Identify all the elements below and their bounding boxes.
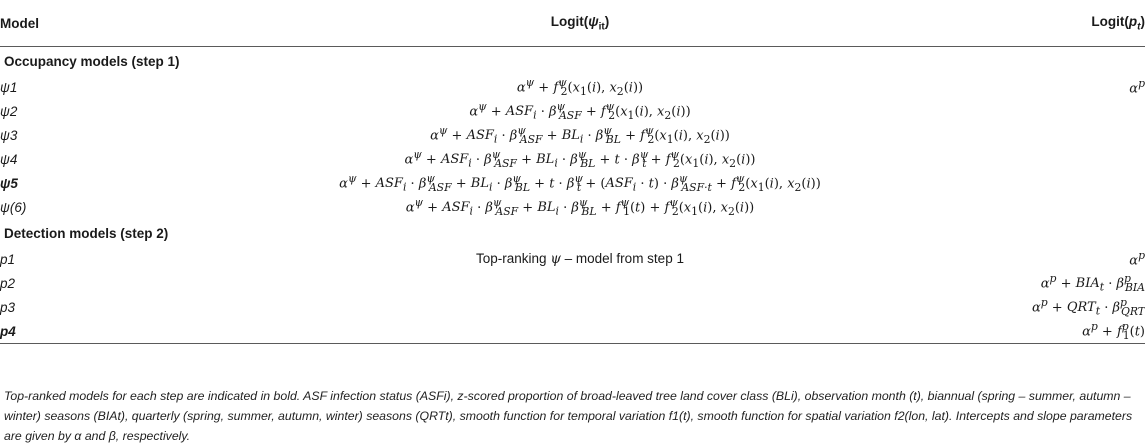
- model-id: ψ4: [0, 151, 18, 167]
- logit-p-formula: [960, 195, 1145, 219]
- logit-p-formula: αp + QRTt · βpQRT: [1031, 296, 1145, 318]
- model-id: ψ3: [0, 127, 18, 143]
- logit-p-formula: [960, 99, 1145, 123]
- model-id: ψ1: [0, 79, 18, 95]
- logit-psi-formula: Top-ranking ψ – model from step 1: [476, 251, 684, 267]
- table-footnote: Top-ranked models for each step are indi…: [4, 386, 1134, 446]
- table-row: p4 αp + fp1(t): [0, 319, 1145, 344]
- header-model: Model: [0, 0, 200, 47]
- logit-psi-formula: αψ + ASFi · βψASF + BLi · βψBL + fψ1(t) …: [405, 196, 755, 218]
- model-id: p2: [0, 275, 16, 291]
- logit-p-formula: αp: [1129, 77, 1145, 97]
- footnote-text: Top-ranked models for each step are indi…: [4, 389, 1133, 443]
- model-id: ψ(6): [0, 199, 27, 215]
- table-row: ψ5 αψ + ASFi · βψASF + BLi · βψBL + t · …: [0, 171, 1145, 195]
- table-row: ψ2 αψ + ASFi · βψASF + fψ2(x1(i), x2(i)): [0, 99, 1145, 123]
- table-row: ψ4 αψ + ASFi · βψASF + BLi · βψBL + t · …: [0, 147, 1145, 171]
- header-logit-psi: Logit(ψit): [200, 0, 960, 47]
- model-id: ψ2: [0, 103, 18, 119]
- section-occupancy-label: Occupancy models (step 1): [4, 53, 180, 69]
- logit-p-formula: αp: [1129, 249, 1145, 269]
- model-id: p4: [0, 319, 200, 344]
- logit-p-formula: αp + fp1(t): [960, 319, 1145, 344]
- logit-psi-formula: αψ + ASFi · βψASF + BLi · βψBL + t · βψt…: [404, 148, 756, 170]
- logit-p-formula: [960, 147, 1145, 171]
- table-row: p2 αp + BIAt · βpBIA: [0, 271, 1145, 295]
- logit-psi-formula: [200, 295, 960, 319]
- logit-p-formula: [960, 171, 1145, 195]
- table-header-row: Model Logit(ψit) Logit(pt): [0, 0, 1145, 47]
- model-id: p1: [0, 251, 16, 267]
- logit-psi-formula: [200, 271, 960, 295]
- table-row: ψ1 αψ + fψ2(x1(i), x2(i)) αp: [0, 75, 1145, 99]
- logit-p-formula: αp + BIAt · βpBIA: [1040, 272, 1145, 294]
- logit-psi-formula: αψ + ASFi · βψASF + fψ2(x1(i), x2(i)): [469, 100, 691, 122]
- section-occupancy: Occupancy models (step 1): [0, 47, 1145, 76]
- model-id: ψ5: [0, 175, 18, 191]
- table-row: p3 αp + QRTt · βpQRT: [0, 295, 1145, 319]
- models-table: Model Logit(ψit) Logit(pt) Occupancy mod…: [0, 0, 1145, 344]
- logit-psi-formula: αψ + ASFi · βψASF + BLi · βψBL + t · βψt…: [339, 172, 821, 194]
- logit-psi-formula: αψ + fψ2(x1(i), x2(i)): [516, 76, 644, 98]
- table-row: ψ(6) αψ + ASFi · βψASF + BLi · βψBL + fψ…: [0, 195, 1145, 219]
- header-logit-p: Logit(pt): [960, 0, 1145, 47]
- table-row: p1 Top-ranking ψ – model from step 1 αp: [0, 247, 1145, 271]
- section-detection: Detection models (step 2): [0, 219, 1145, 247]
- model-id: p3: [0, 299, 16, 315]
- table-row: ψ3 αψ + ASFi · βψASF + BLi · βψBL + fψ2(…: [0, 123, 1145, 147]
- logit-p-formula: [960, 123, 1145, 147]
- logit-psi-formula: αψ + ASFi · βψASF + BLi · βψBL + fψ2(x1(…: [430, 124, 730, 146]
- section-detection-label: Detection models (step 2): [4, 225, 169, 241]
- logit-psi-formula: [200, 319, 960, 344]
